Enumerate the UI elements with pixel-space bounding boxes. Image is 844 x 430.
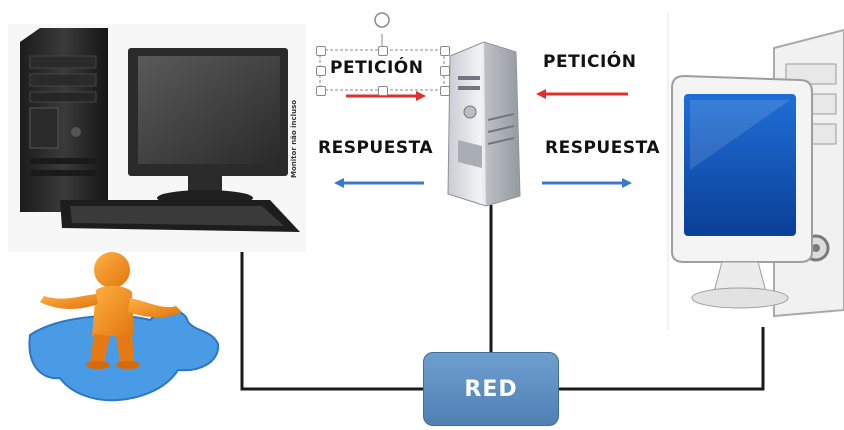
tower-case-icon bbox=[20, 28, 108, 212]
keyboard-icon bbox=[60, 200, 300, 232]
response-arrow-left bbox=[334, 178, 424, 188]
request-arrow-left bbox=[346, 91, 426, 101]
monitor-side-text: Monitor não incluso bbox=[290, 100, 298, 178]
network-connectors bbox=[240, 205, 765, 391]
person-on-puzzle-icon bbox=[28, 252, 220, 402]
monitor-icon bbox=[671, 74, 813, 309]
response-label-right: RESPUESTA bbox=[545, 138, 660, 158]
resize-handle-e[interactable] bbox=[440, 66, 450, 76]
client-computer bbox=[8, 24, 306, 252]
request-label-right: PETICIÓN bbox=[543, 52, 637, 72]
response-label-left: RESPUESTA bbox=[318, 138, 433, 158]
resize-handle-se[interactable] bbox=[440, 86, 450, 96]
resize-handle-nw[interactable] bbox=[316, 46, 326, 56]
resize-handle-w[interactable] bbox=[316, 66, 326, 76]
resize-handle-n[interactable] bbox=[378, 46, 388, 56]
remote-computer bbox=[667, 12, 844, 330]
resize-handle-ne[interactable] bbox=[440, 46, 450, 56]
resize-handle-s[interactable] bbox=[378, 86, 388, 96]
network-label: RED bbox=[464, 376, 518, 402]
request-arrow-right bbox=[536, 89, 628, 99]
rotate-handle-icon bbox=[374, 12, 390, 28]
server-tower-icon bbox=[447, 41, 521, 207]
resize-handle-sw[interactable] bbox=[316, 86, 326, 96]
request-label-left[interactable]: PETICIÓN bbox=[330, 58, 424, 78]
monitor-icon bbox=[128, 48, 288, 206]
network-box: RED bbox=[423, 352, 559, 426]
response-arrow-right bbox=[542, 178, 632, 188]
